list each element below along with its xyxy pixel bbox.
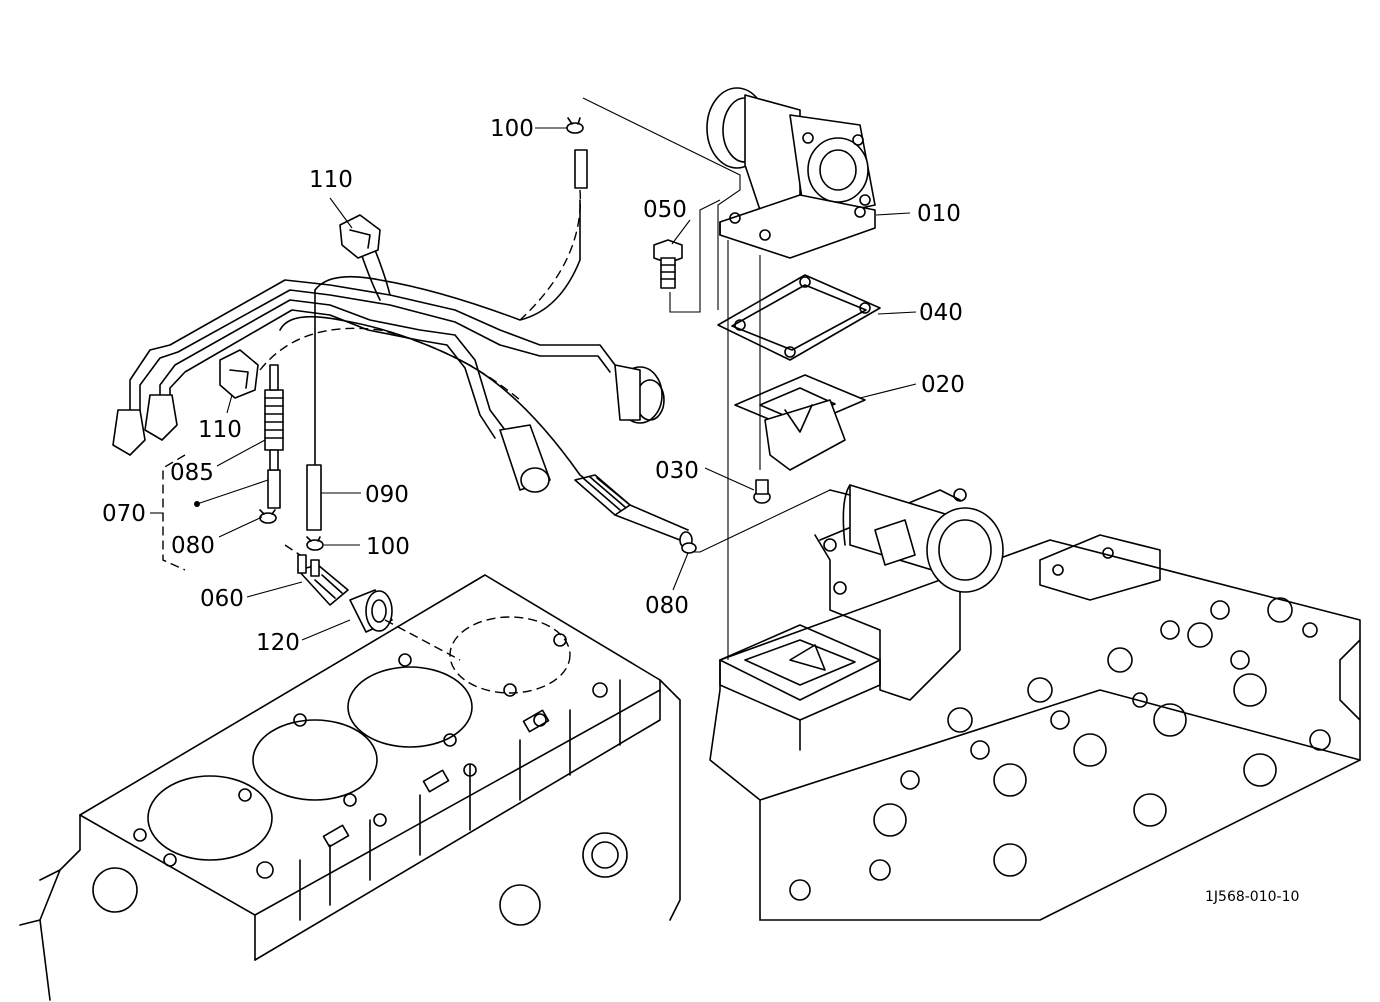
cap-120 bbox=[349, 589, 393, 633]
label-080-left: 080 bbox=[171, 533, 215, 559]
fitting-060 bbox=[297, 554, 349, 606]
pipes bbox=[112, 279, 665, 493]
ref-line-080 bbox=[692, 489, 831, 553]
clip-110-top bbox=[339, 214, 381, 259]
hose-080 bbox=[267, 469, 281, 509]
hose-090 bbox=[306, 464, 322, 531]
thermostat-020 bbox=[734, 374, 866, 471]
label-110-bottom: 110 bbox=[198, 417, 242, 443]
label-120: 120 bbox=[256, 630, 300, 656]
clamp-080-right bbox=[681, 542, 697, 554]
label-110-top: 110 bbox=[309, 167, 353, 193]
elbow-010 bbox=[706, 87, 876, 259]
label-090: 090 bbox=[365, 482, 409, 508]
label-080-right: 080 bbox=[645, 593, 689, 619]
label-050: 050 bbox=[643, 197, 687, 223]
cylinder-head-right bbox=[709, 534, 1361, 921]
gasket-040 bbox=[717, 274, 881, 361]
dash-link-060 bbox=[284, 544, 301, 556]
dash-link-120 bbox=[384, 619, 461, 661]
label-085: 085 bbox=[170, 460, 214, 486]
clip-110-bottom bbox=[219, 349, 259, 399]
label-010: 010 bbox=[917, 201, 961, 227]
clamp-100-top bbox=[566, 117, 584, 134]
leader-lines bbox=[196, 127, 917, 641]
sensor-spring-right bbox=[574, 474, 693, 549]
clamp-080-left bbox=[259, 509, 277, 524]
bolt-050 bbox=[653, 239, 683, 289]
label-100-bottom: 100 bbox=[366, 534, 410, 560]
label-030: 030 bbox=[655, 458, 699, 484]
label-070: 070 bbox=[102, 501, 146, 527]
ref-line-100-top bbox=[582, 97, 741, 310]
clamp-100-bottom bbox=[306, 536, 324, 551]
label-020: 020 bbox=[921, 372, 965, 398]
spring-085 bbox=[264, 364, 284, 471]
engine-block-left bbox=[19, 574, 681, 1001]
thermostat-housing bbox=[829, 484, 1004, 593]
sleeve-top bbox=[574, 149, 588, 189]
label-060: 060 bbox=[200, 586, 244, 612]
ref-line-050 bbox=[669, 199, 721, 313]
lower-housing bbox=[719, 488, 967, 751]
bolt-030 bbox=[753, 479, 771, 504]
label-040: 040 bbox=[919, 300, 963, 326]
drawing-code: 1J568-010-10 bbox=[1205, 889, 1299, 905]
wire-harness bbox=[259, 189, 601, 491]
label-100-top: 100 bbox=[490, 116, 534, 142]
bracket-070 bbox=[162, 454, 186, 571]
